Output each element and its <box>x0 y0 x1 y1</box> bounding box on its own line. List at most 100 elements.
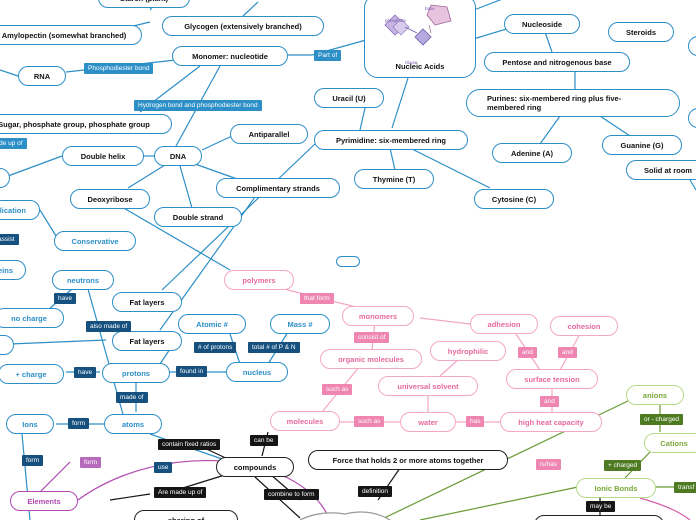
link-glycogen-up <box>242 1 259 17</box>
cohesion-node[interactable]: cohesion <box>550 316 618 336</box>
link-solid-down <box>689 179 696 191</box>
and-label-2: and <box>558 347 577 358</box>
water-node[interactable]: water <box>400 412 456 432</box>
have-label-2: have <box>74 367 97 378</box>
link-nucleic-steroids <box>473 0 502 11</box>
empty-small-node[interactable] <box>336 256 360 267</box>
glycogen-node[interactable]: Glycogen (extensively branched) <box>162 16 324 36</box>
such-as-label-2: such as <box>354 416 385 427</box>
ionic-bonds-node[interactable]: Ionic Bonds <box>576 478 656 498</box>
mass-number-node[interactable]: Mass # <box>270 314 330 334</box>
antiparallel-node[interactable]: Antiparallel <box>230 124 308 144</box>
plus-charge-node[interactable]: + charge <box>0 364 64 384</box>
can-be-label: can be <box>250 435 278 446</box>
atoms-node[interactable]: atoms <box>104 414 162 434</box>
organic-molecules-node[interactable]: organic molecules <box>320 349 422 369</box>
link-pur-adenine <box>539 115 561 145</box>
nucleotide-illustration <box>384 4 452 46</box>
total-p-n-label: total # of P & N <box>248 342 300 353</box>
nucleic-acids-title: Nucleic Acids <box>395 62 445 71</box>
thymine-node[interactable]: Thymine (T) <box>354 169 434 189</box>
amylopectin-node[interactable]: Amylopectin (somewhat branched) <box>0 25 142 45</box>
form-label-1: form <box>68 418 89 429</box>
nucleic-acids-node[interactable]: phosphate base ribose Nucleic Acids <box>364 0 476 78</box>
definition-label: definition <box>358 486 393 497</box>
pyrimidine-node[interactable]: Pyrimidine: six-membered ring <box>314 130 468 150</box>
conservative-node[interactable]: Conservative <box>54 231 136 251</box>
link-replication <box>39 209 57 237</box>
guanine-node[interactable]: Guanine (G) <box>602 135 682 155</box>
link-pyr-thymine <box>389 147 396 171</box>
rna-node[interactable]: RNA <box>18 66 66 86</box>
ribose-caption: ribose <box>405 60 418 65</box>
link-double-polymers <box>109 199 231 271</box>
polymers-node[interactable]: polymers <box>224 270 294 290</box>
fat-layers-node-2[interactable]: Fat layers <box>112 331 182 351</box>
link-pur-guanine <box>599 115 631 137</box>
cutoff-bottom-node[interactable] <box>534 515 664 520</box>
uracil-node[interactable]: Uracil (U) <box>314 88 384 108</box>
double-helix-node[interactable]: Double helix <box>62 146 144 166</box>
fat-layers-node-1[interactable]: Fat layers <box>112 292 182 312</box>
phosphodiester-label: Phosphodiester bond <box>84 63 154 74</box>
complimentary-strands-node[interactable]: Complimentary strands <box>216 178 340 198</box>
link-dna-deoxy <box>127 164 166 189</box>
elements-node[interactable]: Elements <box>10 491 78 511</box>
sharing-of-node[interactable]: sharing of <box>134 510 238 520</box>
monomer-nucleotide-node[interactable]: Monomer: nucleotide <box>172 46 288 66</box>
link-monomers-right <box>419 317 471 325</box>
hydrophilic-node[interactable]: hydrophilic <box>430 341 506 361</box>
nucleoside-node[interactable]: Nucleoside <box>504 14 580 34</box>
proteins-node[interactable]: Proteins <box>0 260 26 280</box>
cytosine-node[interactable]: Cytosine (C) <box>474 189 554 209</box>
force-definition-node[interactable]: Force that holds 2 or more atoms togethe… <box>308 450 508 470</box>
compounds-node[interactable]: compounds <box>216 457 294 477</box>
deoxyribose-node[interactable]: Deoxyribose <box>70 189 150 209</box>
is-has-label: is/has <box>536 459 561 470</box>
solid-at-room-node[interactable]: Solid at room <box>626 160 696 180</box>
plus-charged-label: + charged <box>604 460 642 471</box>
link-elements-made <box>109 493 151 501</box>
sugar-phosphate-node[interactable]: Sugar, phosphate group, phosphate group <box>0 114 172 134</box>
cutoff-left-node-2[interactable] <box>0 335 14 355</box>
purines-node[interactable]: Purines: six-membered ring plus five-mem… <box>466 89 680 117</box>
link-ionic-magenta <box>639 497 691 520</box>
double-strand-node[interactable]: Double strand <box>154 207 242 227</box>
link-nucleic-nucleoside <box>469 27 511 41</box>
atomic-number-node[interactable]: Atomic # <box>178 314 246 334</box>
bottom-cloud-shape <box>299 511 391 520</box>
link-dna-double <box>179 165 193 209</box>
monomers-node[interactable]: monomers <box>342 306 414 326</box>
molecules-node[interactable]: molecules <box>270 411 340 431</box>
form-label-2: form <box>22 455 43 466</box>
link-rna-left <box>0 69 19 77</box>
made-up-of-label: made up of <box>0 138 27 149</box>
high-heat-capacity-node[interactable]: high heat capacity <box>500 412 602 432</box>
link-pyr-cytosine <box>409 147 491 189</box>
also-made-of-label: also made of <box>86 321 132 332</box>
ions-node[interactable]: Ions <box>6 414 54 434</box>
universal-solvent-node[interactable]: universal solvent <box>378 376 478 396</box>
link-nucleotide-nucleic <box>288 39 367 56</box>
protons-node[interactable]: protons <box>102 363 170 383</box>
nucleus-node[interactable]: nucleus <box>226 362 288 382</box>
and-label-1: and <box>518 347 537 358</box>
surface-tension-node[interactable]: surface tension <box>506 369 598 389</box>
link-pyr-uracil <box>359 107 366 131</box>
dna-node[interactable]: DNA <box>154 146 202 166</box>
steroids-node[interactable]: Steroids <box>608 22 674 42</box>
starch-node[interactable]: Starch (plant) <box>98 0 190 8</box>
have-label-1: have <box>54 293 77 304</box>
anions-node[interactable]: anions <box>626 385 684 405</box>
use-label: use <box>154 462 173 473</box>
pentose-node[interactable]: Pentose and nitrogenous base <box>484 52 630 72</box>
link-nucleic-pyrimidine <box>391 77 409 129</box>
cations-node[interactable]: Cations <box>644 433 696 453</box>
adhesion-node[interactable]: adhesion <box>470 314 538 334</box>
replication-node[interactable]: replication <box>0 200 40 220</box>
adenine-node[interactable]: Adenine (A) <box>492 143 572 163</box>
neutrons-node[interactable]: neutrons <box>52 270 114 290</box>
no-charge-node[interactable]: no charge <box>0 308 64 328</box>
such-as-label-1: such as <box>322 384 353 395</box>
